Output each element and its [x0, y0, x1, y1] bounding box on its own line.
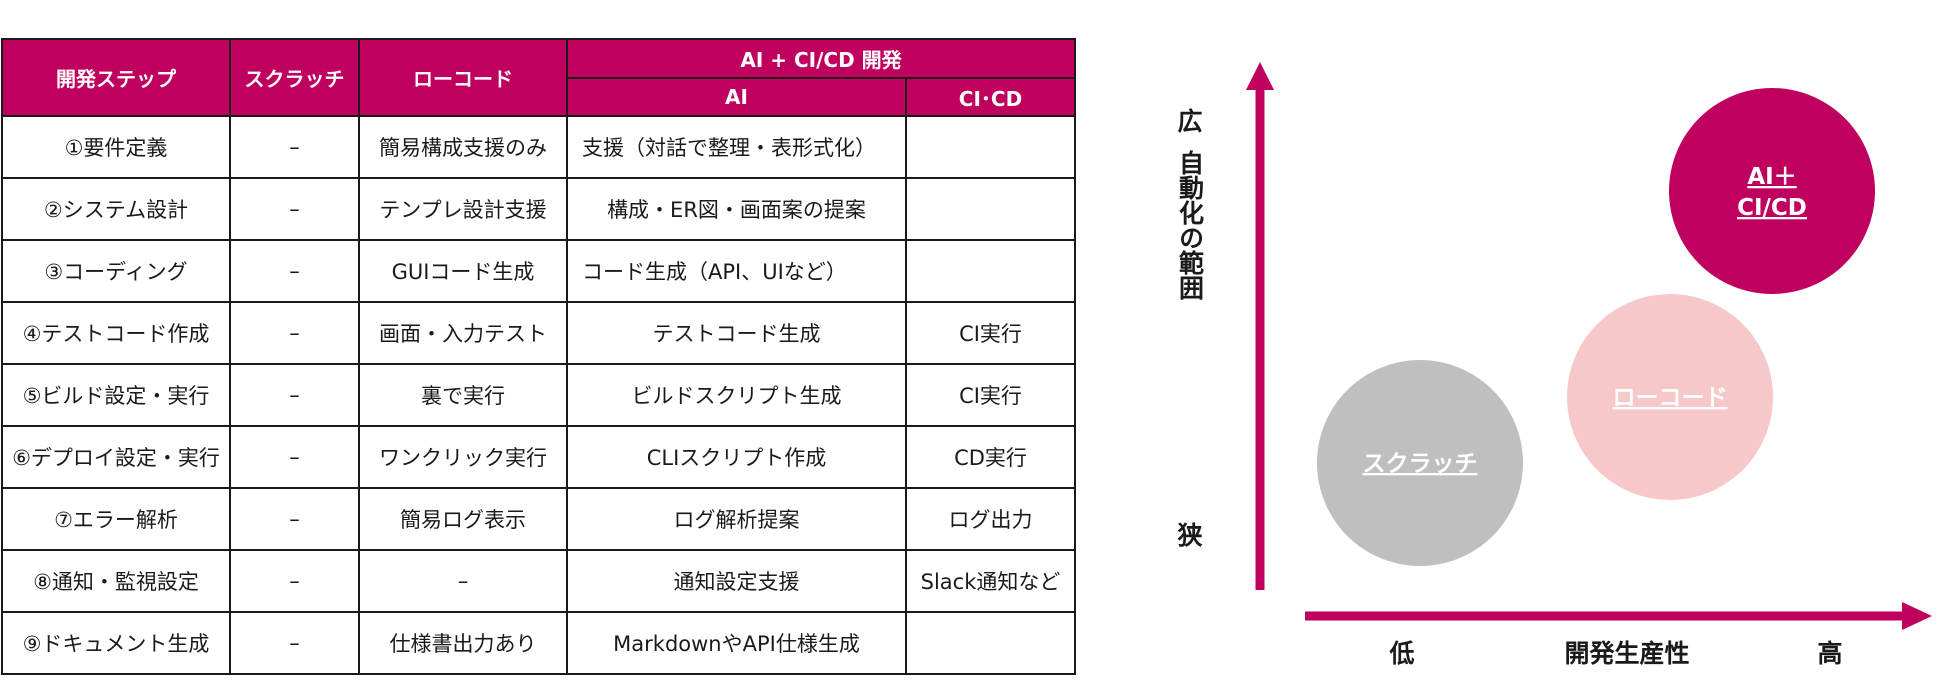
cell-ai: テストコード生成	[566, 301, 907, 365]
cell-cicd	[905, 115, 1076, 179]
cell-lowcode: ワンクリック実行	[358, 425, 568, 489]
cell-cicd	[905, 177, 1076, 241]
cell-cicd: CD実行	[905, 425, 1076, 489]
cell-cicd	[905, 611, 1076, 675]
table-subheader-row: AI CI･CD	[2, 77, 1076, 117]
y-axis-title: 自動化の範囲	[1176, 150, 1205, 300]
cell-scratch: –	[229, 363, 360, 427]
bubble-ai-cicd-label-line2: CI/CD	[1737, 195, 1807, 221]
cell-lowcode: 簡易構成支援のみ	[358, 115, 568, 179]
x-axis-high-label: 高	[1817, 639, 1842, 668]
bubble-scratch-label: スクラッチ	[1363, 451, 1478, 477]
table-row: ⑧通知・監視設定 – – 通知設定支援 Slack通知など	[1, 549, 1076, 613]
table-row: ④テストコード作成 – 画面・入力テスト テストコード生成 CI実行	[1, 301, 1076, 365]
x-axis-arrowhead	[1902, 602, 1932, 630]
bubble-lowcode	[1567, 294, 1773, 500]
header-ai: AI	[566, 77, 907, 117]
cell-cicd: ログ出力	[905, 487, 1076, 551]
dev-steps-table: 開発ステップ スクラッチ ローコード AI + CI/CD 開発 AI CI･C…	[1, 38, 1076, 675]
header-dev-step: 開発ステップ	[1, 38, 231, 117]
cell-scratch: –	[229, 611, 360, 675]
cell-step: ②システム設計	[1, 177, 231, 241]
header-cicd: CI･CD	[905, 77, 1076, 117]
cell-cicd: CI実行	[905, 363, 1076, 427]
header-lowcode: ローコード	[358, 38, 568, 117]
cell-lowcode: 仕様書出力あり	[358, 611, 568, 675]
cell-ai: 構成・ER図・画面案の提案	[566, 177, 907, 241]
y-axis-arrowhead	[1246, 62, 1274, 90]
cell-scratch: –	[229, 425, 360, 489]
cell-ai: コード生成（API、UIなど）	[566, 239, 907, 303]
cell-step: ⑥デプロイ設定・実行	[1, 425, 231, 489]
header-ai-cicd-group: AI + CI/CD 開発	[566, 38, 1076, 79]
table-row: ⑨ドキュメント生成 – 仕様書出力あり MarkdownやAPI仕様生成	[1, 611, 1076, 675]
cell-lowcode: テンプレ設計支援	[358, 177, 568, 241]
cell-scratch: –	[229, 177, 360, 241]
cell-scratch: –	[229, 239, 360, 303]
cell-step: ①要件定義	[1, 115, 231, 179]
y-axis-high-label: 広	[1177, 107, 1202, 136]
cell-scratch: –	[229, 115, 360, 179]
productivity-automation-chart: 広 自動化の範囲 狭 低 開発生産性 高 スクラッチ ローコード AI＋ CI/…	[1176, 62, 1932, 668]
cell-lowcode: 画面・入力テスト	[358, 301, 568, 365]
cell-cicd: CI実行	[905, 301, 1076, 365]
cell-scratch: –	[229, 487, 360, 551]
table-row: ⑦エラー解析 – 簡易ログ表示 ログ解析提案 ログ出力	[1, 487, 1076, 551]
cell-cicd	[905, 239, 1076, 303]
cell-step: ⑤ビルド設定・実行	[1, 363, 231, 427]
bubble-ai-cicd	[1669, 88, 1875, 294]
x-axis-title: 開発生産性	[1564, 639, 1689, 668]
cell-lowcode: 簡易ログ表示	[358, 487, 568, 551]
cell-ai: 通知設定支援	[566, 549, 907, 613]
bubble-ai-cicd-label-line1: AI＋	[1747, 164, 1796, 190]
y-axis-low-label: 狭	[1176, 521, 1202, 550]
cell-cicd: Slack通知など	[905, 549, 1076, 613]
cell-step: ④テストコード作成	[1, 301, 231, 365]
cell-ai: 支援（対話で整理・表形式化）	[566, 115, 907, 179]
cell-lowcode: GUIコード生成	[358, 239, 568, 303]
bubble-lowcode-label: ローコード	[1613, 385, 1728, 411]
cell-ai: MarkdownやAPI仕様生成	[566, 611, 907, 675]
cell-lowcode: –	[358, 549, 568, 613]
cell-ai: ビルドスクリプト生成	[566, 363, 907, 427]
table-row: ⑥デプロイ設定・実行 – ワンクリック実行 CLIスクリプト作成 CD実行	[1, 425, 1076, 489]
cell-ai: ログ解析提案	[566, 487, 907, 551]
cell-step: ③コーディング	[1, 239, 231, 303]
table-row: ③コーディング – GUIコード生成 コード生成（API、UIなど）	[1, 239, 1076, 303]
bubble-scratch	[1317, 360, 1523, 566]
x-axis-low-label: 低	[1388, 639, 1414, 668]
table-row: ②システム設計 – テンプレ設計支援 構成・ER図・画面案の提案	[1, 177, 1076, 241]
table-header-row: 開発ステップ スクラッチ ローコード AI + CI/CD 開発	[1, 38, 1076, 117]
table-row: ①要件定義 – 簡易構成支援のみ 支援（対話で整理・表形式化）	[1, 115, 1076, 179]
cell-lowcode: 裏で実行	[358, 363, 568, 427]
cell-scratch: –	[229, 301, 360, 365]
cell-step: ⑧通知・監視設定	[1, 549, 231, 613]
cell-step: ⑨ドキュメント生成	[1, 611, 231, 675]
table-row: ⑤ビルド設定・実行 – 裏で実行 ビルドスクリプト生成 CI実行	[1, 363, 1076, 427]
header-scratch: スクラッチ	[229, 38, 360, 117]
cell-ai: CLIスクリプト作成	[566, 425, 907, 489]
cell-step: ⑦エラー解析	[1, 487, 231, 551]
cell-scratch: –	[229, 549, 360, 613]
